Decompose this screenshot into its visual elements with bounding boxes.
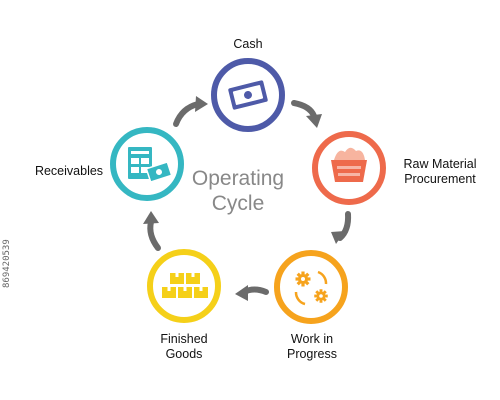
center-title-line1: Operating [191,167,285,190]
raw-material-label-line1: Raw Material [403,157,477,171]
center-title: Operating Cycle [168,166,308,216]
cash-label: Cash [233,37,263,51]
raw-material-label-line2: Procurement [404,172,476,186]
finished-goods-label: Finished Goods [144,332,224,362]
arrowhead [143,211,159,224]
arrow-raw-to-wip [337,211,352,241]
finished-goods-label-line2: Goods [165,347,203,361]
gears-icon [294,270,328,306]
work-in-progress-label: Work in Progress [272,332,352,362]
receivables-node [110,127,184,201]
finished-goods-label-line1: Finished [160,332,208,346]
basket-icon [331,147,367,182]
receivables-label: Receivables [34,164,104,178]
arrowhead [306,114,322,128]
invoice-icon [128,147,173,183]
raw-material-node [312,131,386,205]
stock-id-label: 869420539 [2,239,12,288]
center-title-line2: Cycle [211,192,265,215]
arrowhead [195,96,208,112]
work-in-progress-node [274,250,348,324]
work-in-progress-label-line2: Progress [286,347,338,361]
arrowhead [331,231,345,244]
arrowhead [235,285,248,301]
cash-node [211,58,285,132]
raw-material-label: Raw Material Procurement [386,157,494,187]
finished-goods-node [147,249,221,323]
arrow-receivables-to-cash [173,101,201,127]
arrow-cash-to-raw [291,100,317,119]
work-in-progress-label-line1: Work in [290,332,334,346]
arrow-finished-to-receivables [147,219,161,251]
banknote-icon [228,80,268,110]
